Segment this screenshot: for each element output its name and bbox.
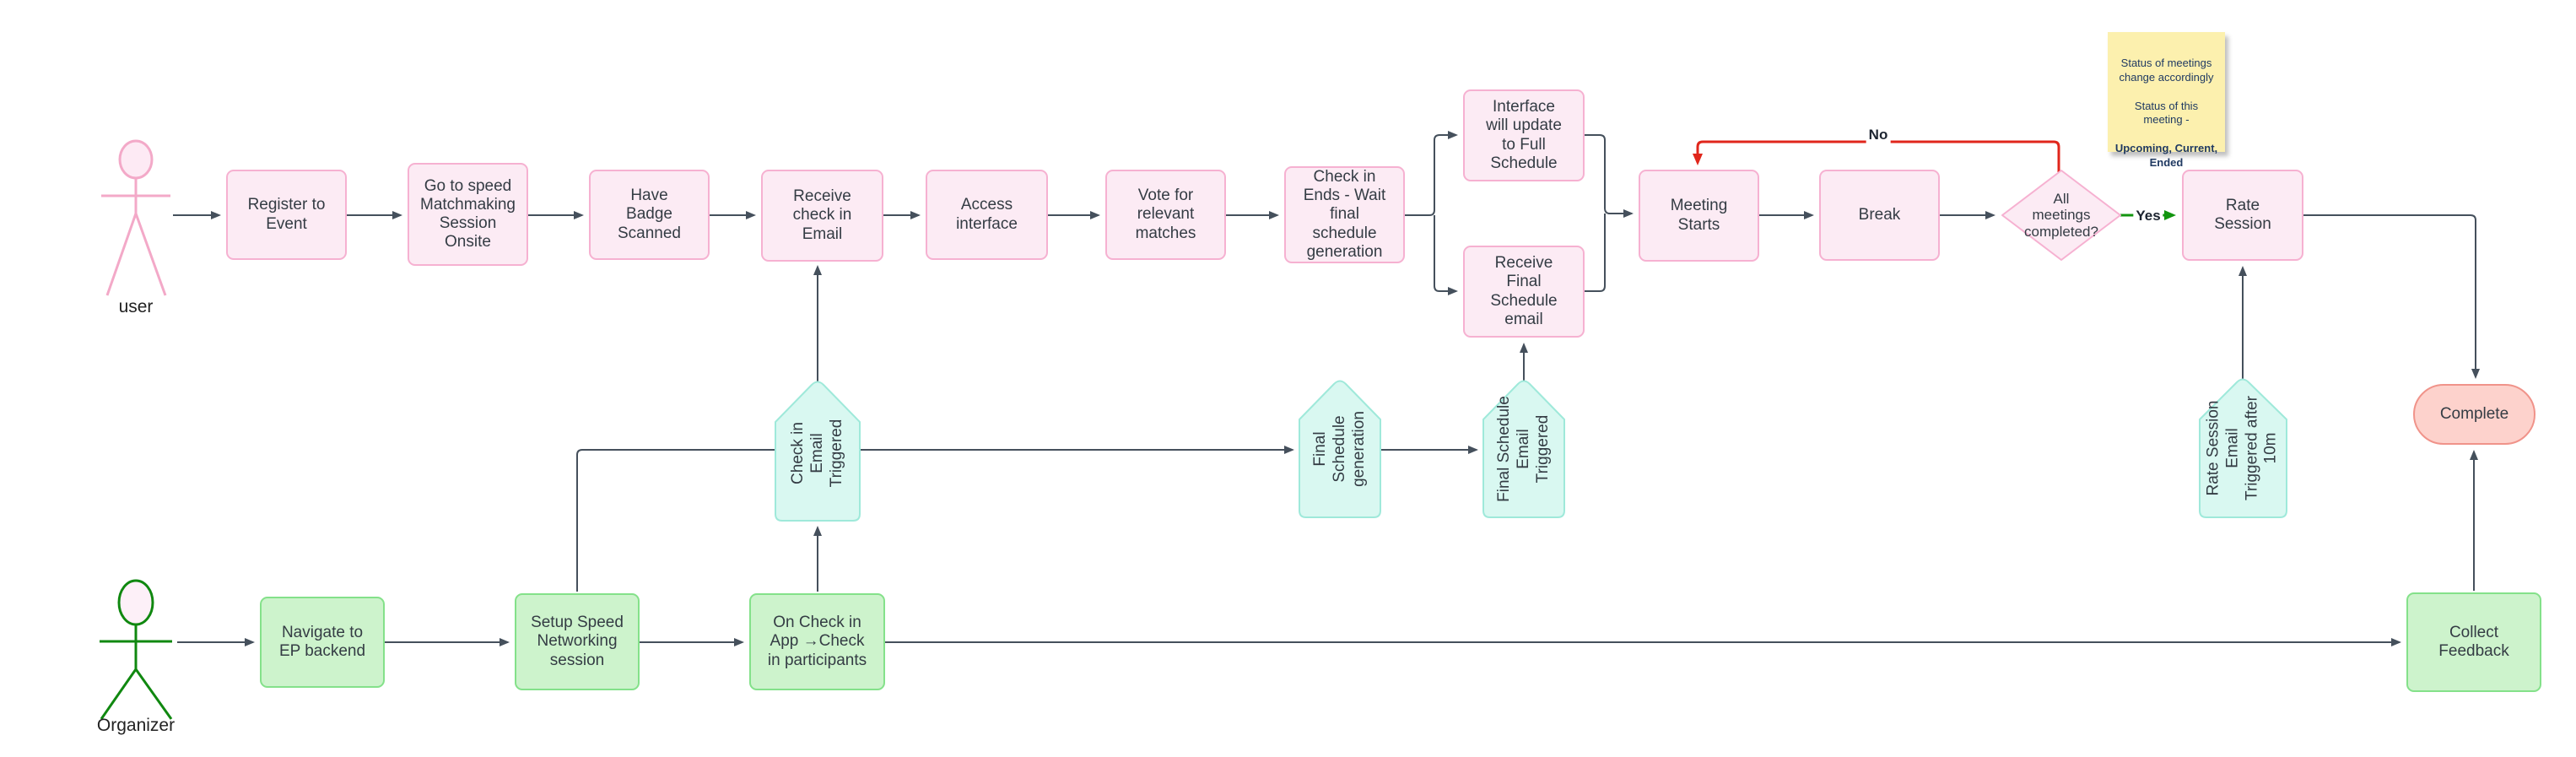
node-label: Rate Session [2214,196,2271,233]
node-receive-final-schedule-email[interactable]: Receive Final Schedule email [1463,246,1585,338]
node-label: Have Badge Scanned [617,187,681,242]
edge-label-yes: Yes [2133,208,2163,224]
node-label: Collect Feedback [2438,623,2509,660]
pentagon-label-checkin-email-triggered: Check in Email Triggered [788,419,845,488]
node-receive-checkin-email[interactable]: Receive check in Email [761,170,883,262]
edge-setup-finalgen [576,446,1294,592]
decision-all-meetings-completed[interactable] [2001,170,2121,261]
node-setup-speed-networking[interactable]: Setup Speed Networking session [515,593,640,690]
node-label: Setup Speed Networking session [531,614,624,669]
node-access-interface[interactable]: Access interface [926,170,1048,260]
node-checkin-ends-wait[interactable]: Check in Ends - Wait final schedule gene… [1284,166,1405,263]
edge-ends-interface [1405,131,1458,216]
edge-label-no: No [1866,127,1891,143]
pentagon-final-schedule-email-triggered[interactable] [1482,380,1565,518]
node-label: All meetings completed? [2024,190,2098,240]
lane-label-organizer: Organizer [96,716,176,735]
edge-decision-no-meeting [1693,140,2060,172]
node-label: On Check in App →Check in participants [767,614,867,669]
node-interface-update-full-schedule[interactable]: Interface will update to Full Schedule [1463,89,1585,181]
node-have-badge-scanned[interactable]: Have Badge Scanned [589,170,710,260]
node-go-to-speed-session[interactable]: Go to speed Matchmaking Session Onsite [408,163,528,266]
pentagon-final-schedule-generation[interactable] [1299,380,1381,518]
node-meeting-starts[interactable]: Meeting Starts [1639,170,1759,262]
sticky-note-bold-text: Upcoming, Current, Ended [2114,142,2218,170]
sticky-note-text: Status of meetings change accordingly [2119,56,2214,84]
pentagon-label-final-schedule-generation: Final Schedule generation [1310,411,1368,487]
node-label: Meeting Starts [1670,197,1728,234]
node-label: Go to speed Matchmaking Session Onsite [420,176,516,251]
node-break[interactable]: Break [1819,170,1940,261]
node-label: Check in Ends - Wait final schedule gene… [1303,167,1386,261]
node-label: Complete [2439,404,2509,423]
pentagon-rate-session-email-triggered[interactable] [2199,378,2287,518]
node-label: Register to Event [247,196,326,233]
pentagon-label-rate-session-email-triggered: Rate Session Email Triggered after 10m [2204,396,2280,500]
node-label: Access interface [956,196,1018,233]
node-vote-relevant-matches[interactable]: Vote for relevant matches [1105,170,1226,260]
node-navigate-ep-backend[interactable]: Navigate to EP backend [260,597,385,688]
edge-receivefinal-meeting [1585,214,1606,292]
node-collect-feedback[interactable]: Collect Feedback [2406,592,2541,692]
node-label: Navigate to EP backend [278,623,366,660]
pentagon-checkin-email-triggered[interactable] [775,381,861,522]
pentagon-label-final-schedule-email-triggered: Final Schedule Email Triggered [1494,396,1552,502]
node-register-to-event[interactable]: Register to Event [226,170,347,260]
edge-interface-meeting [1585,134,1634,218]
organizer-actor-icon[interactable] [100,579,173,720]
node-label: Break [1858,205,1901,224]
edge-rate-complete [2303,214,2480,379]
sticky-note-text: Status of this meeting - [2134,99,2199,127]
node-complete[interactable]: Complete [2413,384,2535,445]
node-label: Vote for relevant matches [1135,187,1196,242]
sticky-note-meeting-status[interactable]: Status of meetings change accordingly St… [2108,32,2225,169]
decision-label: All meetings completed? [2002,170,2120,260]
node-label: Receive Final Schedule email [1490,254,1558,328]
node-label: Interface will update to Full Schedule [1486,98,1562,172]
user-actor-icon[interactable] [101,139,170,296]
node-rate-session[interactable]: Rate Session [2182,170,2303,261]
node-on-checkin-app[interactable]: On Check in App →Check in participants [749,593,885,690]
node-label: Receive check in Email [792,187,852,243]
edge-ends-receivefinal [1434,215,1458,295]
lane-label-user: user [118,297,154,316]
